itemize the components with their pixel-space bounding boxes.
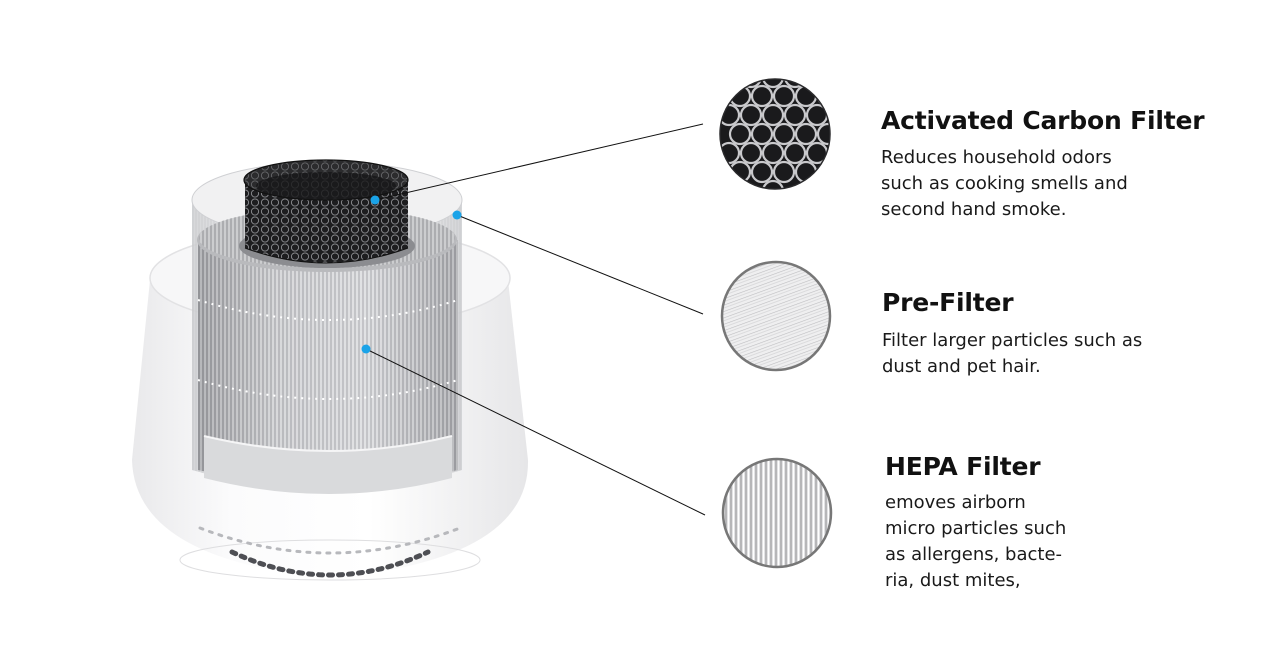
desc-line: dust and pet hair. — [882, 356, 1041, 377]
feature-carbon-title: Activated Carbon Filter — [881, 106, 1205, 135]
marker-dot-pre — [452, 210, 462, 220]
desc-line: ria, dust mites, — [885, 570, 1021, 591]
desc-line: as allergens, bacte- — [885, 544, 1063, 565]
leader-line-carbon — [374, 123, 704, 201]
desc-line: Filter larger particles such as — [882, 330, 1143, 351]
desc-line: Reduces household odors — [881, 147, 1112, 168]
carbon-swatch — [719, 78, 831, 190]
desc-line: micro particles such — [885, 518, 1067, 539]
feature-carbon: Activated Carbon Filter Reduces househol… — [881, 106, 1205, 223]
desc-line: emoves airborn — [885, 492, 1026, 513]
leader-line-hepa — [365, 348, 706, 516]
marker-dot-hepa — [361, 344, 371, 354]
feature-carbon-description: Reduces household odors such as cooking … — [881, 145, 1204, 223]
pre-filter-swatch — [720, 260, 832, 372]
carbon-cylinder — [243, 159, 409, 264]
desc-line: such as cooking smells and — [881, 173, 1128, 194]
hepa-swatch — [721, 457, 833, 569]
leader-line-pre — [456, 214, 704, 315]
desc-line: second hand smoke. — [881, 199, 1067, 220]
feature-pre-filter: Pre-Filter Filter larger particles such … — [882, 288, 1142, 380]
marker-dot-carbon — [370, 195, 380, 205]
feature-hepa-title: HEPA Filter — [885, 452, 1041, 481]
feature-pre-filter-description: Filter larger particles such as dust and… — [882, 328, 1142, 380]
feature-pre-filter-title: Pre-Filter — [882, 288, 1014, 317]
feature-hepa-description: emoves airborn micro particles such as a… — [885, 490, 1066, 594]
base-vents — [198, 526, 462, 578]
feature-hepa: HEPA Filter emoves airborn micro particl… — [885, 452, 1066, 594]
